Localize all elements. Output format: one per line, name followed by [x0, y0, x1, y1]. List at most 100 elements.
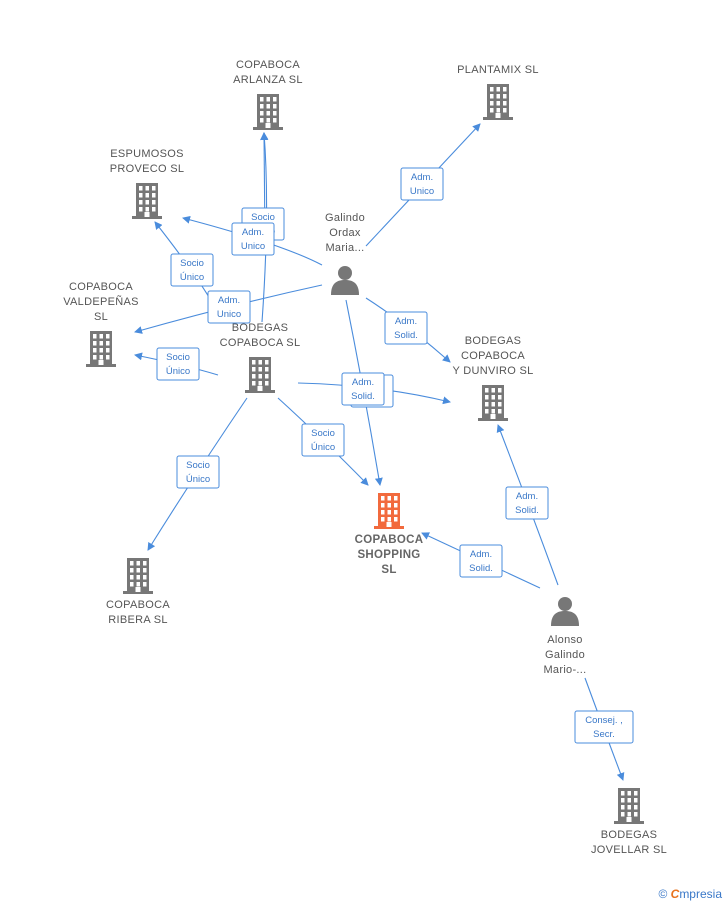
building-base	[245, 390, 275, 393]
node-label[interactable]: BODEGAS	[232, 322, 289, 334]
relation-badge-box	[505, 486, 549, 520]
relation-badge-text: Socio	[166, 352, 190, 363]
building-window	[485, 402, 489, 407]
node-label[interactable]: RIBERA SL	[108, 614, 168, 626]
building-window	[634, 805, 638, 810]
node-label[interactable]: Ordax	[329, 227, 361, 239]
relation-badge-text: Adm.	[352, 377, 374, 388]
building-window	[621, 798, 625, 803]
relation-badge-box	[231, 222, 275, 256]
node-label[interactable]: SHOPPING	[357, 549, 420, 561]
node-label[interactable]: ARLANZA SL	[233, 74, 303, 86]
building-window	[260, 111, 264, 116]
node-label[interactable]: Mario-...	[543, 664, 586, 676]
node-label[interactable]: Galindo	[325, 212, 365, 224]
node-label[interactable]: Maria...	[325, 242, 364, 254]
building-window	[106, 334, 110, 339]
relation-badge-box	[301, 423, 345, 457]
building-window	[485, 409, 489, 414]
relation-badge-text: Adm.	[242, 227, 264, 238]
building-icon[interactable]	[478, 385, 508, 421]
relation-badge[interactable]: Adm.Solid.	[505, 486, 549, 520]
relation-badge[interactable]: Adm.Unico	[207, 290, 251, 324]
building-window	[252, 374, 256, 379]
node-label[interactable]: COPABOCA	[236, 59, 300, 71]
building-window	[152, 186, 156, 191]
node-label[interactable]: BODEGAS	[465, 335, 522, 347]
building-window	[260, 118, 264, 123]
node-label[interactable]: COPABOCA	[461, 350, 525, 362]
building-icon[interactable]	[86, 331, 116, 367]
node-label[interactable]: PROVECO SL	[110, 163, 185, 175]
building-window	[498, 388, 502, 393]
person-icon[interactable]	[551, 597, 579, 626]
building-window	[381, 496, 385, 501]
node-label[interactable]: COPABOCA	[355, 534, 424, 546]
node-label[interactable]: Galindo	[545, 649, 585, 661]
node-label[interactable]: JOVELLAR SL	[591, 844, 667, 856]
relation-badge-box	[176, 455, 220, 489]
person-head	[558, 597, 572, 611]
relation-badge[interactable]: Adm.Solid.	[384, 311, 428, 345]
building-door	[144, 212, 150, 217]
building-window	[634, 798, 638, 803]
building-window	[265, 381, 269, 386]
relation-badge[interactable]: Adm.Unico	[400, 167, 444, 201]
building-base	[614, 821, 644, 824]
building-window	[106, 355, 110, 360]
building-window	[491, 402, 495, 407]
building-door	[98, 360, 104, 365]
node-label[interactable]: ESPUMOSOS	[110, 148, 184, 160]
nodes-layer: COPABOCA ARLANZA SL PLANTAMIX SL ESPUMOSOS P…	[63, 59, 667, 856]
node-label[interactable]: PLANTAMIX SL	[457, 64, 539, 76]
building-window	[498, 395, 502, 400]
node-label[interactable]: SL	[381, 564, 396, 576]
building-door	[495, 113, 501, 118]
relation-badge[interactable]: Consej. ,Secr.	[574, 710, 634, 744]
building-icon[interactable]	[123, 558, 153, 594]
building-window	[93, 355, 97, 360]
building-window	[394, 510, 398, 515]
relation-badge-text: Socio	[186, 460, 210, 471]
node-label[interactable]: SL	[94, 311, 108, 323]
relation-badge[interactable]: Adm.Unico	[231, 222, 275, 256]
node-label[interactable]: COPABOCA SL	[220, 337, 301, 349]
relation-badge[interactable]: Adm.Solid.	[459, 544, 503, 578]
building-icon[interactable]	[614, 788, 644, 824]
relation-badge-text: Solid.	[394, 330, 418, 341]
building-icon[interactable]	[245, 357, 275, 393]
relation-badge[interactable]: Adm.Solid.	[341, 372, 385, 406]
node-label[interactable]: Alonso	[547, 634, 582, 646]
building-window	[627, 812, 631, 817]
relation-badge-text: Único	[166, 366, 190, 377]
building-window	[130, 575, 134, 580]
relation-badge-text: Unico	[217, 309, 241, 320]
node-label[interactable]: BODEGAS	[601, 829, 658, 841]
building-icon[interactable]	[483, 84, 513, 120]
person-icon[interactable]	[331, 266, 359, 295]
node-label[interactable]: COPABOCA	[106, 599, 170, 611]
building-window	[266, 97, 270, 102]
building-icon[interactable]	[374, 493, 404, 529]
node-label[interactable]: VALDEPEÑAS	[63, 295, 139, 308]
node-label[interactable]: COPABOCA	[69, 281, 133, 293]
building-window	[139, 207, 143, 212]
relation-badge-text: Adm.	[411, 172, 433, 183]
building-window	[621, 805, 625, 810]
building-icon[interactable]	[132, 183, 162, 219]
building-base	[86, 364, 116, 367]
building-window	[136, 568, 140, 573]
building-window	[490, 101, 494, 106]
person-head	[338, 266, 352, 280]
node-label[interactable]: Y DUNVIRO SL	[452, 365, 533, 377]
building-window	[252, 360, 256, 365]
building-window	[99, 355, 103, 360]
building-icon[interactable]	[253, 94, 283, 130]
building-window	[143, 561, 147, 566]
brand-footer: © Cmpresia	[658, 887, 722, 901]
